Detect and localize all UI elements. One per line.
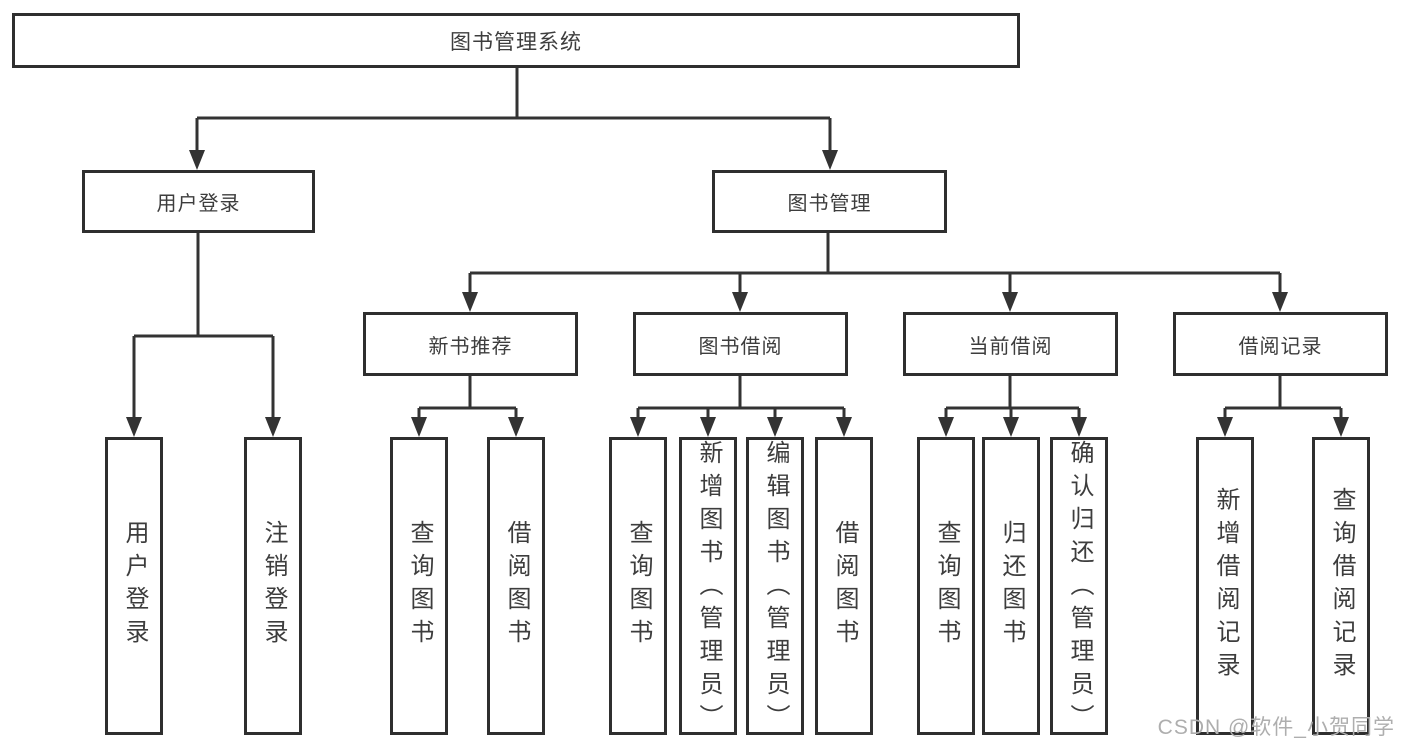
node-new-book-recommend-label: 新书推荐 xyxy=(428,335,513,358)
arrowhead xyxy=(1272,292,1288,312)
leaf-return-books-label: 归还图书 xyxy=(998,520,1025,652)
leaf-add-books-admin: 新增图书（管理员） xyxy=(679,437,737,737)
leaf-edit-books-admin-label: 编辑图书（管理员） xyxy=(762,440,789,737)
node-current-borrowing-label: 当前借阅 xyxy=(968,335,1053,358)
leaf-confirm-return-admin-label: 确认归还（管理员） xyxy=(1066,440,1093,737)
leaf-logout: 注销登录 xyxy=(244,437,302,735)
arrowhead xyxy=(1217,417,1233,437)
node-root: 图书管理系统 xyxy=(12,13,1020,68)
leaf-user-login-label: 用户登录 xyxy=(121,520,148,652)
node-user-login-label: 用户登录 xyxy=(156,193,241,215)
arrowhead xyxy=(836,417,852,437)
leaf-query-borrow-record-label: 查询借阅记录 xyxy=(1328,487,1355,685)
node-current-borrowing: 当前借阅 xyxy=(903,312,1118,376)
arrowhead xyxy=(732,292,748,312)
leaf-borrowing-query-books: 查询图书 xyxy=(609,437,667,735)
arrowhead xyxy=(126,417,142,437)
leaf-recommend-borrow-books-label: 借阅图书 xyxy=(503,520,530,652)
leaf-add-borrow-record-label: 新增借阅记录 xyxy=(1212,487,1239,685)
arrowhead xyxy=(1333,417,1349,437)
node-borrow-records-label: 借阅记录 xyxy=(1238,335,1323,358)
leaf-edit-books-admin: 编辑图书（管理员） xyxy=(746,437,804,737)
arrowhead xyxy=(700,417,716,437)
node-user-login: 用户登录 xyxy=(82,170,315,233)
arrowhead xyxy=(265,417,281,437)
leaf-query-borrow-record: 查询借阅记录 xyxy=(1312,437,1370,735)
leaf-user-login: 用户登录 xyxy=(105,437,163,735)
leaf-add-borrow-record: 新增借阅记录 xyxy=(1196,437,1254,735)
node-book-borrowing: 图书借阅 xyxy=(633,312,848,376)
leaf-borrowing-borrow-books: 借阅图书 xyxy=(815,437,873,735)
node-borrow-records: 借阅记录 xyxy=(1173,312,1388,376)
leaf-logout-label: 注销登录 xyxy=(260,520,287,652)
leaf-recommend-query-books-label: 查询图书 xyxy=(406,520,433,652)
leaf-return-books: 归还图书 xyxy=(982,437,1040,735)
leaf-recommend-borrow-books: 借阅图书 xyxy=(487,437,545,735)
leaf-add-books-admin-label: 新增图书（管理员） xyxy=(695,440,722,737)
node-book-borrowing-label: 图书借阅 xyxy=(698,335,783,358)
arrowhead xyxy=(508,417,524,437)
leaf-recommend-query-books: 查询图书 xyxy=(390,437,448,735)
arrowhead xyxy=(822,150,838,170)
arrowhead xyxy=(767,417,783,437)
leaf-confirm-return-admin: 确认归还（管理员） xyxy=(1050,437,1108,737)
arrowhead xyxy=(630,417,646,437)
connector-shafts xyxy=(132,68,1343,419)
node-book-management: 图书管理 xyxy=(712,170,947,233)
arrowhead xyxy=(1071,417,1087,437)
arrowhead xyxy=(938,417,954,437)
leaf-borrowing-query-books-label: 查询图书 xyxy=(625,520,652,652)
leaf-current-query-books: 查询图书 xyxy=(917,437,975,735)
arrowhead xyxy=(1002,292,1018,312)
watermark: CSDN @软件_小贺同学 xyxy=(1157,716,1395,739)
leaf-current-query-books-label: 查询图书 xyxy=(933,520,960,652)
leaf-borrowing-borrow-books-label: 借阅图书 xyxy=(831,520,858,652)
node-root-label: 图书管理系统 xyxy=(450,30,582,54)
node-book-management-label: 图书管理 xyxy=(787,193,872,215)
arrowhead xyxy=(462,292,478,312)
arrowhead xyxy=(411,417,427,437)
node-new-book-recommend: 新书推荐 xyxy=(363,312,578,376)
arrowhead xyxy=(189,150,205,170)
arrowhead xyxy=(1003,417,1019,437)
